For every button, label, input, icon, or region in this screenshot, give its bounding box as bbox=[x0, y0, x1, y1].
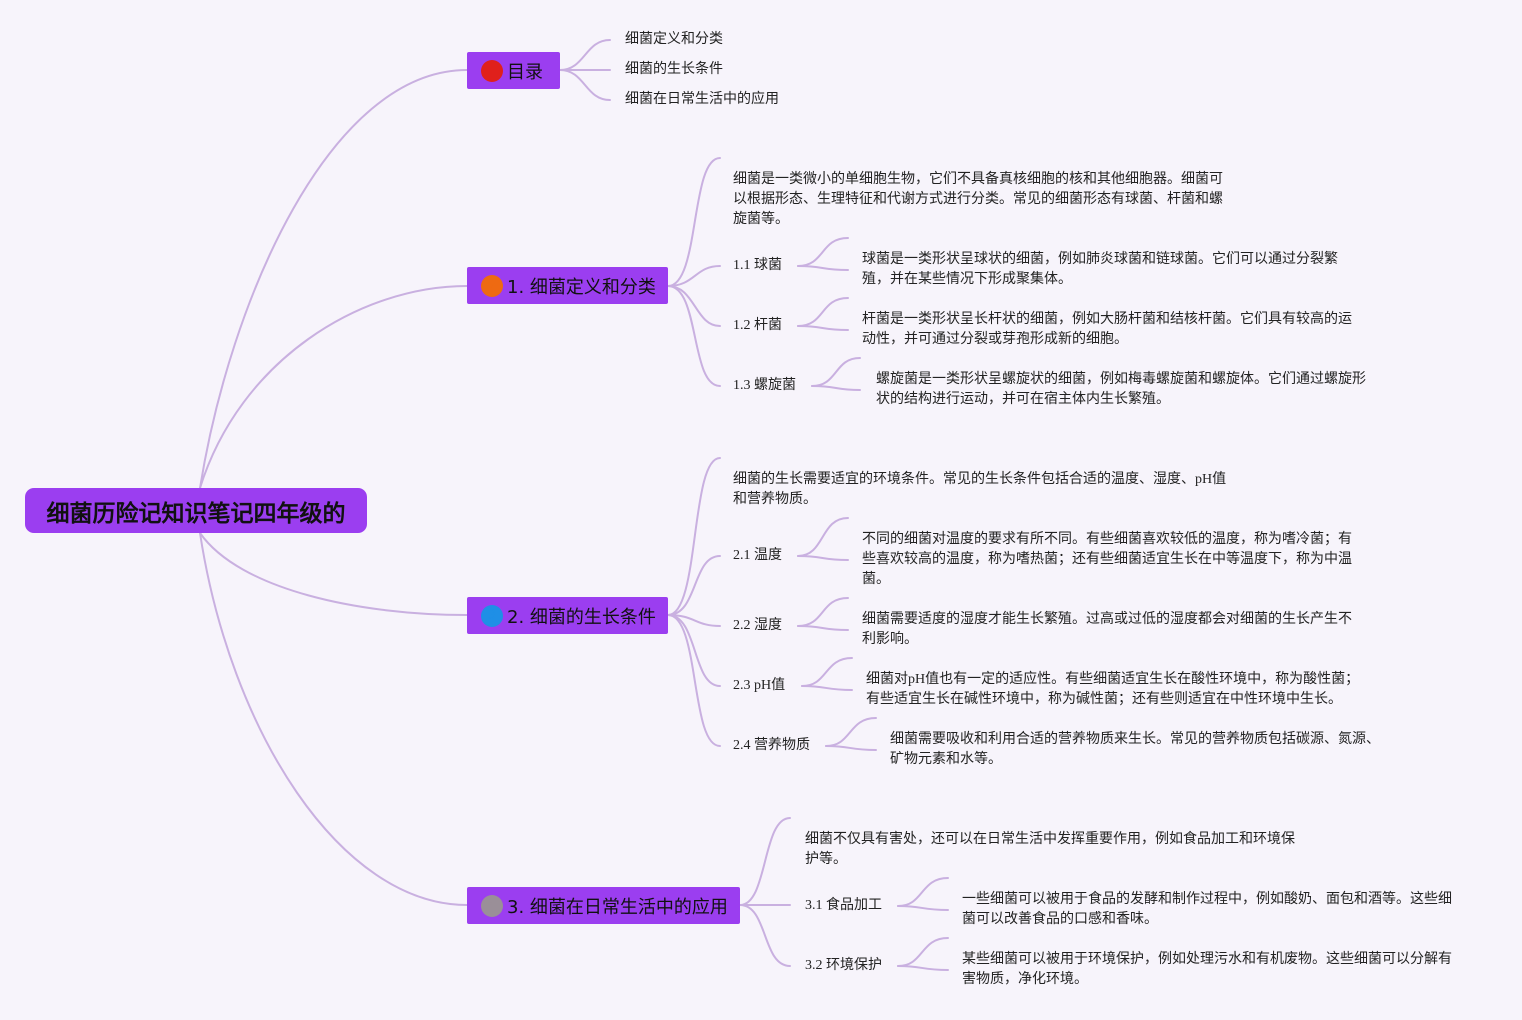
link-sec1-s1 bbox=[667, 265, 721, 287]
definition-intro[interactable]: 细菌是一类微小的单细胞生物，它们不具备真核细胞的核和其他细胞器。细菌可以根据形态… bbox=[733, 172, 1223, 227]
branch-application[interactable]: 4 3. 细菌在日常生活中的应用 bbox=[467, 887, 740, 924]
link-s31-text2 bbox=[897, 905, 949, 911]
sub-humidity[interactable]: 2.2 湿度 bbox=[733, 618, 782, 633]
link-sec2-s4 bbox=[667, 614, 721, 747]
link-sec3-s2 bbox=[739, 904, 791, 967]
spirillum-desc[interactable]: 螺旋菌是一类形状呈螺旋状的细菌，例如梅毒螺旋菌和螺旋体。它们通过螺旋形状的结构进… bbox=[876, 372, 1366, 407]
link-s31-text bbox=[897, 877, 949, 907]
number-2-icon: 2 bbox=[481, 274, 503, 297]
link-sec2-s1 bbox=[667, 555, 721, 616]
branch-growth-label: 2. 细菌的生长条件 bbox=[507, 606, 656, 628]
link-s11-text2 bbox=[797, 265, 849, 271]
link-root-toc bbox=[199, 69, 468, 489]
root-node[interactable]: 细菌历险记知识笔记四年级的 bbox=[25, 488, 367, 533]
number-1-icon: 1 bbox=[481, 59, 503, 82]
humidity-desc[interactable]: 细菌需要适度的湿度才能生长繁殖。过高或过低的湿度都会对细菌的生长产生不利影响。 bbox=[862, 612, 1352, 647]
link-s13-text2 bbox=[811, 385, 861, 391]
link-toc-3 bbox=[559, 69, 611, 101]
link-s21-text bbox=[797, 517, 849, 557]
branch-definition-label: 1. 细菌定义和分类 bbox=[507, 276, 656, 298]
link-sec3-intro bbox=[739, 817, 791, 906]
sub-bacillus[interactable]: 1.2 杆菌 bbox=[733, 318, 782, 333]
link-s32-text bbox=[897, 937, 949, 967]
link-s23-text bbox=[801, 657, 853, 687]
link-toc-1 bbox=[559, 39, 611, 71]
toc-item[interactable]: 细菌在日常生活中的应用 bbox=[625, 92, 779, 107]
branch-toc[interactable]: 1 目录 bbox=[467, 52, 560, 89]
link-s12-text bbox=[797, 297, 849, 327]
sub-spirillum[interactable]: 1.3 螺旋菌 bbox=[733, 378, 796, 393]
link-s11-text bbox=[797, 237, 849, 267]
toc-item[interactable]: 细菌的生长条件 bbox=[625, 62, 723, 77]
link-sec1-s2 bbox=[667, 285, 721, 327]
link-s22-text2 bbox=[797, 625, 849, 631]
link-s24-text2 bbox=[825, 745, 877, 751]
environment-desc[interactable]: 某些细菌可以被用于环境保护，例如处理污水和有机废物。这些细菌可以分解有害物质，净… bbox=[962, 952, 1452, 987]
link-s12-text2 bbox=[797, 325, 849, 331]
branch-growth[interactable]: 3 2. 细菌的生长条件 bbox=[467, 597, 668, 634]
branch-application-label: 3. 细菌在日常生活中的应用 bbox=[507, 896, 728, 918]
link-sec1-s3 bbox=[667, 285, 721, 387]
link-s21-text2 bbox=[797, 555, 849, 561]
branch-definition[interactable]: 2 1. 细菌定义和分类 bbox=[467, 267, 668, 304]
link-root-sec3 bbox=[199, 532, 468, 906]
coccus-desc[interactable]: 球菌是一类形状呈球状的细菌，例如肺炎球菌和链球菌。它们可以通过分裂繁殖，并在某些… bbox=[862, 252, 1338, 287]
link-sec2-intro bbox=[667, 457, 721, 616]
link-s22-text bbox=[797, 597, 849, 627]
sub-coccus[interactable]: 1.1 球菌 bbox=[733, 258, 782, 273]
nutrients-desc[interactable]: 细菌需要吸收和利用合适的营养物质来生长。常见的营养物质包括碳源、氮源、矿物元素和… bbox=[890, 732, 1380, 767]
link-s24-text bbox=[825, 717, 877, 747]
sub-ph[interactable]: 2.3 pH值 bbox=[733, 678, 786, 693]
food-processing-desc[interactable]: 一些细菌可以被用于食品的发酵和制作过程中，例如酸奶、面包和酒等。这些细菌可以改善… bbox=[962, 892, 1452, 927]
link-s23-text2 bbox=[801, 685, 853, 691]
sub-environment[interactable]: 3.2 环境保护 bbox=[805, 958, 882, 973]
link-s32-text2 bbox=[897, 965, 949, 971]
application-intro[interactable]: 细菌不仅具有害处，还可以在日常生活中发挥重要作用，例如食品加工和环境保护等。 bbox=[805, 832, 1295, 867]
bacillus-desc[interactable]: 杆菌是一类形状呈长杆状的细菌，例如大肠杆菌和结核杆菌。它们具有较高的运动性，并可… bbox=[862, 312, 1352, 347]
growth-intro[interactable]: 细菌的生长需要适宜的环境条件。常见的生长条件包括合适的温度、湿度、pH值和营养物… bbox=[733, 472, 1227, 507]
sub-temperature[interactable]: 2.1 温度 bbox=[733, 548, 782, 563]
link-root-sec1 bbox=[199, 285, 468, 489]
link-s13-text bbox=[811, 357, 861, 387]
link-root-sec2 bbox=[199, 532, 468, 616]
temperature-desc[interactable]: 不同的细菌对温度的要求有所不同。有些细菌喜欢较低的温度，称为嗜冷菌；有些喜欢较高… bbox=[862, 532, 1352, 587]
number-3-icon: 3 bbox=[481, 604, 503, 627]
sub-nutrients[interactable]: 2.4 营养物质 bbox=[733, 738, 810, 753]
ph-desc[interactable]: 细菌对pH值也有一定的适应性。有些细菌适宜生长在酸性环境中，称为酸性菌；有些适宜… bbox=[866, 672, 1360, 707]
toc-item[interactable]: 细菌定义和分类 bbox=[625, 32, 723, 47]
branch-toc-label: 目录 bbox=[507, 61, 543, 83]
link-sec1-intro bbox=[667, 157, 721, 287]
sub-food-processing[interactable]: 3.1 食品加工 bbox=[805, 898, 882, 913]
number-4-icon: 4 bbox=[481, 894, 503, 917]
